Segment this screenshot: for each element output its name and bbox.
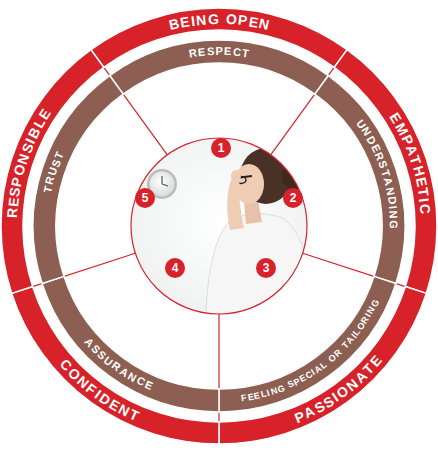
- label-glyph: F: [241, 394, 248, 404]
- segment-fill: [33, 76, 123, 284]
- label-glyph: T: [415, 187, 430, 198]
- segment-fill: [110, 40, 329, 94]
- label-glyph: D: [386, 196, 398, 205]
- label-glyph: O: [225, 12, 237, 27]
- label-glyph: R: [44, 176, 57, 187]
- label-glyph: I: [417, 197, 431, 203]
- clock-hand: [162, 184, 168, 186]
- label-glyph: G: [388, 220, 399, 229]
- label-glyph: I: [387, 206, 398, 210]
- callout-number: 2: [283, 188, 303, 208]
- raised-arm: [227, 176, 244, 230]
- label-glyph: C: [232, 47, 241, 59]
- label-glyph: E: [414, 176, 430, 188]
- center-photo: [120, 130, 320, 330]
- photo-background: [120, 130, 320, 330]
- sector-lines: [33, 67, 406, 422]
- label-glyph: T: [241, 48, 249, 60]
- white-shirt: [206, 214, 316, 320]
- label-glyph: R: [5, 208, 20, 219]
- label-glyph: S: [7, 186, 22, 198]
- segment-fill: [219, 276, 396, 412]
- label-glyph: E: [248, 14, 260, 29]
- label-glyph: G: [207, 12, 218, 26]
- segment-fill: [12, 287, 219, 444]
- clock-hand: [161, 176, 162, 184]
- label-glyph: N: [196, 12, 207, 27]
- label-glyph: N: [387, 210, 398, 219]
- label-glyph: N: [258, 16, 271, 32]
- callout-number: 1: [211, 138, 231, 158]
- label-glyph: R: [188, 47, 198, 59]
- label-glyph: P: [9, 175, 25, 187]
- segment-fill: [315, 76, 405, 284]
- label-glyph: E: [179, 14, 191, 29]
- label-glyph: C: [418, 203, 433, 214]
- callout-number: 4: [165, 258, 185, 278]
- callout-number: 5: [135, 188, 155, 208]
- label-glyph: N: [384, 186, 396, 196]
- label-glyph: E: [224, 46, 232, 57]
- label-glyph: I: [190, 13, 196, 27]
- segment-fill: [219, 287, 426, 444]
- segment-fill: [42, 276, 219, 412]
- label-glyph: E: [198, 47, 206, 59]
- hand: [231, 170, 241, 182]
- label-glyph: P: [238, 13, 249, 28]
- label-glyph: T: [42, 185, 54, 194]
- center-circle: [131, 138, 307, 314]
- label-glyph: P: [216, 46, 223, 57]
- backdrop-circle: [1, 8, 437, 444]
- label-glyph: A: [381, 177, 394, 187]
- label-glyph: [220, 12, 224, 26]
- label-glyph: E: [6, 197, 21, 208]
- label-glyph: B: [167, 16, 180, 32]
- label-glyph: S: [207, 46, 215, 57]
- callout-number: 3: [256, 258, 276, 278]
